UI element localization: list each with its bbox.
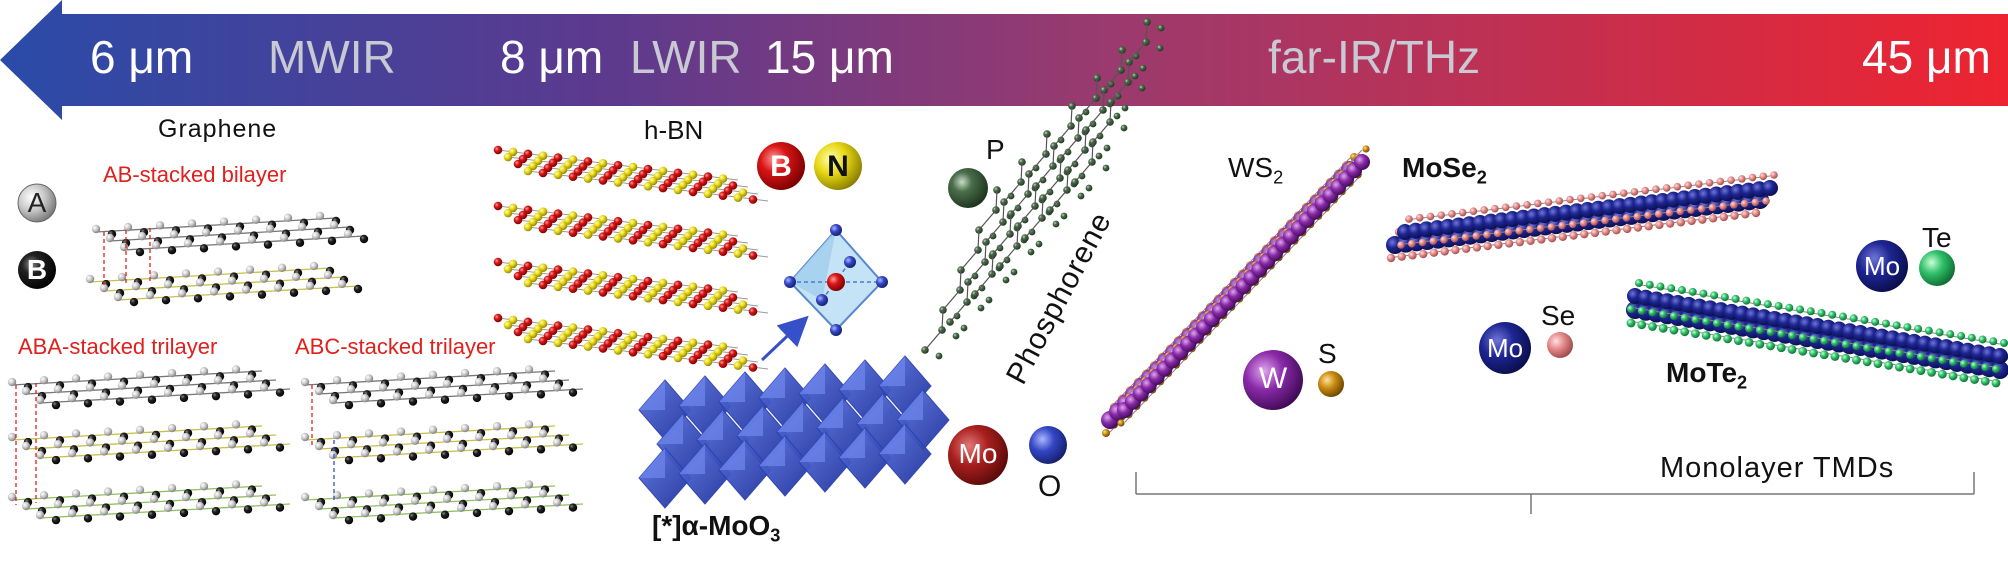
atom-mo-se-label: Mo [1486, 333, 1524, 363]
mote2-subscript: 2 [1737, 372, 1748, 393]
atom-a [17, 183, 57, 223]
ws2-label: WS2 [1228, 152, 1283, 189]
tmd-bracket [1135, 472, 1975, 514]
atom-s [1318, 371, 1344, 397]
atom-mo-te [1856, 240, 1908, 292]
hbn-structure [493, 145, 769, 372]
mote2-structure [1626, 279, 2008, 388]
atom-a-label: A [27, 187, 47, 218]
tmd-group-label: Monolayer TMDs [1660, 452, 1895, 484]
atom-o-moo3-label: O [1038, 470, 1062, 503]
mote2-label: MoTe2 [1666, 357, 1747, 394]
atom-b [18, 251, 56, 289]
atom-p-label: P [986, 134, 1005, 165]
atom-b-hbn [757, 142, 805, 190]
atom-b-hbn-label: B [770, 150, 792, 183]
mose2-formula: MoSe [1402, 152, 1477, 183]
ws2-formula: WS [1228, 152, 1274, 183]
atom-n-hbn-label: N [827, 150, 849, 183]
label-8um: 8 μm [500, 31, 604, 83]
atom-n-hbn [814, 142, 862, 190]
atom-p [948, 168, 988, 208]
graphene-structures [7, 211, 584, 525]
label-6um: 6 μm [90, 31, 194, 83]
ws2-subscript: 2 [1273, 167, 1284, 188]
abc-trilayer-label: ABC-stacked trilayer [295, 334, 496, 359]
moo3-ref: [*] [652, 510, 682, 541]
mose2-label: MoSe2 [1402, 152, 1487, 189]
moo3-label: [*]α-MoO3 [652, 510, 780, 547]
ws2-structure [1101, 145, 1370, 437]
inset-arrow [760, 315, 809, 362]
octahedron-inset [784, 224, 888, 336]
atom-se [1547, 332, 1573, 358]
spectrum-arrow [0, 0, 2008, 120]
hbn-title: h-BN [644, 115, 704, 145]
label-mwir: MWIR [268, 31, 396, 83]
atom-b-label: B [26, 254, 48, 285]
mose2-subscript: 2 [1476, 167, 1487, 188]
label-far-ir: far-IR/THz [1268, 31, 1481, 83]
atom-mo-moo3 [948, 425, 1008, 485]
mose2-structure [1386, 171, 1778, 263]
atom-se-label: Se [1541, 300, 1576, 331]
atom-te [1919, 250, 1955, 286]
atom-w-label: W [1258, 362, 1288, 395]
phosphorene-structure [921, 18, 1165, 360]
atom-mo-se [1479, 322, 1531, 374]
mote2-formula: MoTe [1666, 357, 1738, 388]
label-lwir: LWIR [630, 31, 742, 83]
atom-s-label: S [1318, 338, 1337, 369]
moo3-formula: α-MoO [681, 510, 771, 541]
atom-te-label: Te [1922, 222, 1952, 253]
atom-mo-moo3-label: Mo [958, 438, 998, 469]
graphene-title: Graphene [158, 115, 278, 143]
label-15um: 15 μm [765, 31, 894, 83]
moo3-structure [638, 224, 1067, 509]
ab-bilayer-label: AB-stacked bilayer [103, 162, 287, 187]
atom-mo-te-label: Mo [1863, 251, 1901, 281]
atom-w [1243, 350, 1303, 410]
moo3-subscript: 3 [770, 525, 781, 546]
atom-o-moo3 [1029, 426, 1067, 464]
aba-trilayer-label: ABA-stacked trilayer [18, 334, 218, 359]
label-45um: 45 μm [1862, 31, 1991, 83]
